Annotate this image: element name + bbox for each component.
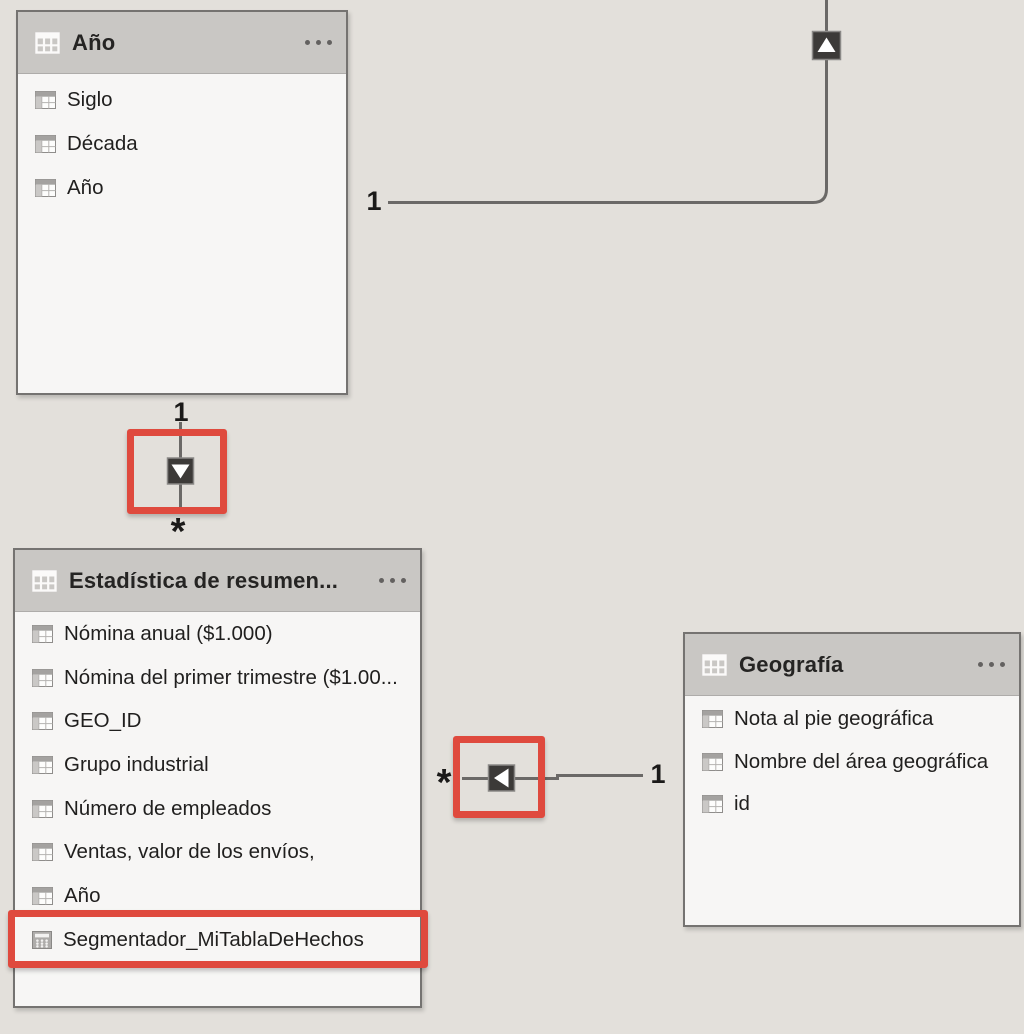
cardinality-many-horizontal: *: [436, 762, 452, 804]
field-label: Siglo: [67, 88, 113, 111]
field-label: Nota al pie geográfica: [734, 707, 934, 731]
field-row-segmentador[interactable]: Segmentador_MiTablaDeHechos: [15, 918, 420, 962]
table-field-icon: [32, 887, 53, 905]
table-geografia-header[interactable]: Geografía: [685, 634, 1019, 696]
table-field-icon: [35, 179, 56, 197]
table-ano[interactable]: Año Siglo Década Año: [16, 10, 348, 395]
field-row[interactable]: Nota al pie geográfica: [685, 698, 1019, 741]
table-estadistica[interactable]: Estadística de resumen... Nómina anual (…: [13, 548, 422, 1008]
filter-direction-left-icon[interactable]: [487, 764, 516, 792]
table-field-icon: [32, 625, 53, 643]
field-label: Año: [64, 883, 101, 907]
relationship-line-estadistica-geografia[interactable]: [462, 764, 643, 792]
table-title: Geografía: [739, 651, 844, 677]
field-row[interactable]: Ventas, valor de los envíos,: [15, 830, 420, 874]
filter-direction-down-icon[interactable]: [166, 457, 195, 485]
table-field-icon: [35, 91, 56, 109]
field-label: id: [734, 792, 750, 816]
table-field-icon: [702, 795, 723, 813]
cardinality-many-vertical: *: [170, 511, 186, 553]
filter-direction-up-icon[interactable]: [811, 30, 842, 61]
cardinality-one-horizontal: 1: [650, 759, 666, 789]
field-row[interactable]: Año: [18, 166, 346, 210]
table-field-icon: [32, 756, 53, 774]
field-row[interactable]: id: [685, 783, 1019, 826]
grid-table-icon: [702, 654, 727, 676]
field-row[interactable]: Año: [15, 874, 420, 918]
table-estadistica-header[interactable]: Estadística de resumen...: [15, 550, 420, 612]
table-field-icon: [32, 712, 53, 730]
field-label: Año: [67, 176, 104, 199]
highlight-box-segmentador-row: [8, 910, 428, 968]
field-row[interactable]: Nómina del primer trimestre ($1.00...: [15, 656, 420, 700]
table-field-icon: [35, 135, 56, 153]
more-options-icon[interactable]: [297, 40, 332, 45]
field-label: Década: [67, 132, 138, 155]
field-label: GEO_ID: [64, 709, 142, 733]
table-title: Estadística de resumen...: [69, 567, 339, 593]
field-label: Nombre del área geográfica: [734, 749, 989, 773]
field-label: Nómina anual ($1.000): [64, 621, 273, 645]
more-options-icon[interactable]: [970, 662, 1005, 667]
grid-table-icon: [32, 570, 57, 592]
table-field-icon: [32, 843, 53, 861]
highlight-box-vertical-connector: [127, 429, 227, 514]
field-label: Número de empleados: [64, 796, 272, 820]
relationship-line-ano-estadistica[interactable]: [166, 422, 195, 512]
highlight-box-horizontal-connector: [453, 736, 545, 818]
table-field-icon: [702, 710, 723, 728]
field-row[interactable]: Siglo: [18, 78, 346, 122]
field-row[interactable]: Nómina anual ($1.000): [15, 612, 420, 656]
cardinality-one-vertical: 1: [173, 397, 189, 427]
more-options-icon[interactable]: [371, 578, 406, 583]
field-label: Grupo industrial: [64, 752, 209, 776]
field-row[interactable]: GEO_ID: [15, 699, 420, 743]
field-label: Nómina del primer trimestre ($1.00...: [64, 665, 398, 689]
table-title: Año: [72, 29, 116, 55]
table-geografia[interactable]: Geografía Nota al pie geográfica Nombre …: [683, 632, 1021, 927]
table-ano-header[interactable]: Año: [18, 12, 346, 74]
field-row[interactable]: Década: [18, 122, 346, 166]
grid-table-icon: [35, 32, 60, 54]
field-row[interactable]: Nombre del área geográfica: [685, 741, 1019, 784]
field-row[interactable]: Grupo industrial: [15, 743, 420, 787]
field-label: Segmentador_MiTablaDeHechos: [63, 927, 364, 951]
field-row[interactable]: Número de empleados: [15, 787, 420, 831]
cardinality-one-top: 1: [366, 186, 382, 216]
table-field-icon: [702, 753, 723, 771]
table-field-icon: [32, 800, 53, 818]
field-label: Ventas, valor de los envíos,: [64, 840, 315, 864]
relationship-line-top[interactable]: [388, 0, 842, 204]
table-field-icon: [32, 669, 53, 687]
